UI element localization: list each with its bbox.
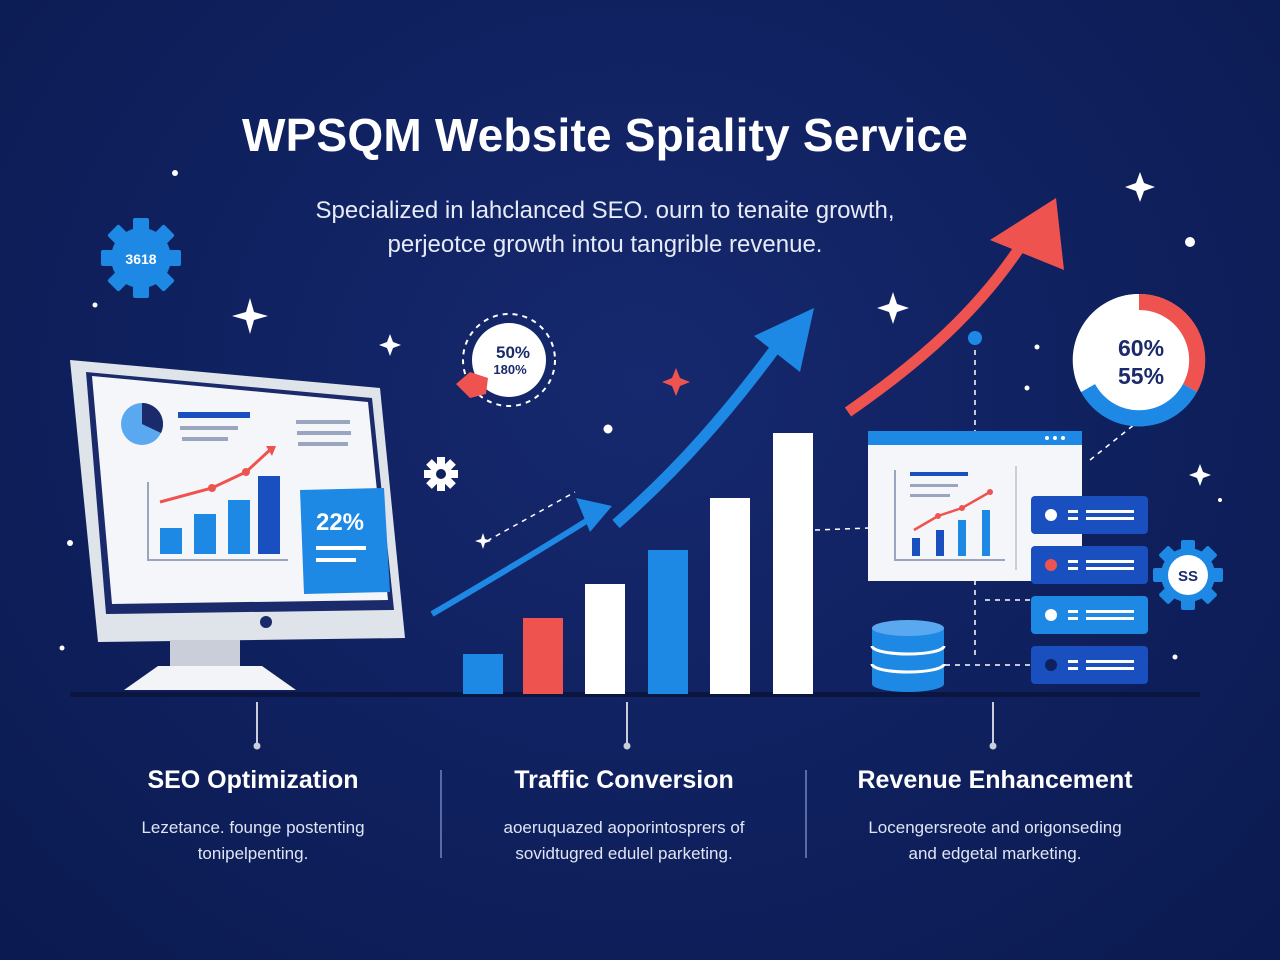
column-description: aoeruquazed aoporintosprers of sovidtugr… (459, 815, 789, 867)
server-unit (1031, 496, 1148, 534)
column-description: Lezetance. founge postenting tonipelpent… (88, 815, 418, 867)
server-unit (1031, 546, 1148, 584)
column-description-line: sovidtugred edulel parketing. (515, 844, 733, 863)
column-title: Revenue Enhancement (857, 766, 1133, 794)
column-traffic-conversion: Traffic Conversion aoeruquazed aoporinto… (459, 766, 789, 867)
column-description-line: Lezetance. founge postenting (141, 818, 365, 837)
red-arrow (844, 235, 1031, 417)
database-icon (870, 620, 946, 692)
dot (1024, 385, 1030, 391)
sparkle-red-icon (662, 368, 690, 396)
donut-gauge: 60% 55% (1072, 293, 1206, 427)
ground-line (70, 692, 1200, 697)
column-description-line: tonipelpenting. (197, 844, 309, 863)
subtitle-line-1: Specialized in lahclanced SEO. ourn to t… (315, 197, 895, 224)
dot (59, 645, 65, 651)
column-title: SEO Optimization (147, 766, 359, 794)
page-subtitle: Specialized in lahclanced SEO. ourn to t… (0, 194, 1210, 262)
bar-1 (463, 654, 503, 694)
bar-5 (710, 498, 750, 694)
page-title: WPSQM Website Spiality Service (241, 109, 969, 161)
column-description-line: Locengersreote and origonseding (868, 818, 1122, 837)
subtitle-line-2: perjeotce growth intou tangrible revenue… (387, 231, 823, 258)
column-description-line: aoeruquazed aoporintosprers of (503, 818, 745, 837)
dot (603, 424, 613, 434)
column-description-line: and edgetal marketing. (908, 844, 1082, 863)
sparkle-icon (877, 292, 909, 324)
monitor-card-value: 22% (316, 509, 364, 536)
sparkle-icon (1189, 464, 1211, 486)
sparkle-decorations (59, 170, 1222, 660)
column-divider (440, 770, 442, 858)
circle-small-line1: 50% (496, 343, 530, 362)
bar-6 (773, 433, 813, 694)
gear-badge-right: SS (1153, 540, 1223, 610)
dot (1172, 654, 1178, 660)
dot (1185, 237, 1195, 247)
dot (1218, 498, 1222, 502)
dot (1034, 344, 1040, 350)
blue-arrow-main (612, 338, 785, 529)
column-title: Traffic Conversion (514, 766, 734, 794)
dot (67, 540, 73, 546)
monitor-illustration: 22% (70, 360, 405, 690)
server-rack (1031, 496, 1148, 684)
column-divider (805, 770, 807, 858)
blue-arrow-lower (430, 517, 590, 617)
column-revenue-enhancement: Revenue Enhancement Locengersreote and o… (825, 766, 1165, 867)
column-description: Locengersreote and origonseding and edge… (825, 815, 1165, 867)
donut-line1: 60% (1118, 335, 1164, 361)
dot (172, 170, 178, 176)
column-seo-optimization: SEO Optimization Lezetance. founge poste… (88, 766, 418, 867)
growth-arrows (430, 198, 1064, 617)
gear-left-label: 3618 (125, 251, 156, 267)
server-unit (1031, 646, 1148, 684)
bar-2 (523, 618, 563, 694)
donut-line2: 55% (1118, 363, 1164, 389)
sparkle-icon (1125, 172, 1155, 202)
server-unit (1031, 596, 1148, 634)
percent-circle-small: 50% 180% (456, 313, 556, 407)
dot (92, 302, 98, 308)
bar-4 (648, 550, 688, 694)
gear-badge-left: 3618 (101, 218, 181, 298)
sparkle-icon (379, 334, 401, 356)
sparkle-icon (232, 298, 268, 334)
gear-right-label: SS (1178, 568, 1198, 585)
circle-small-line2: 180% (493, 362, 527, 377)
connector-ticks (253, 702, 997, 750)
bar-3 (585, 584, 625, 694)
sparkle-icon (475, 533, 491, 549)
gear-icon (424, 457, 458, 491)
growth-bar-chart (463, 433, 813, 694)
